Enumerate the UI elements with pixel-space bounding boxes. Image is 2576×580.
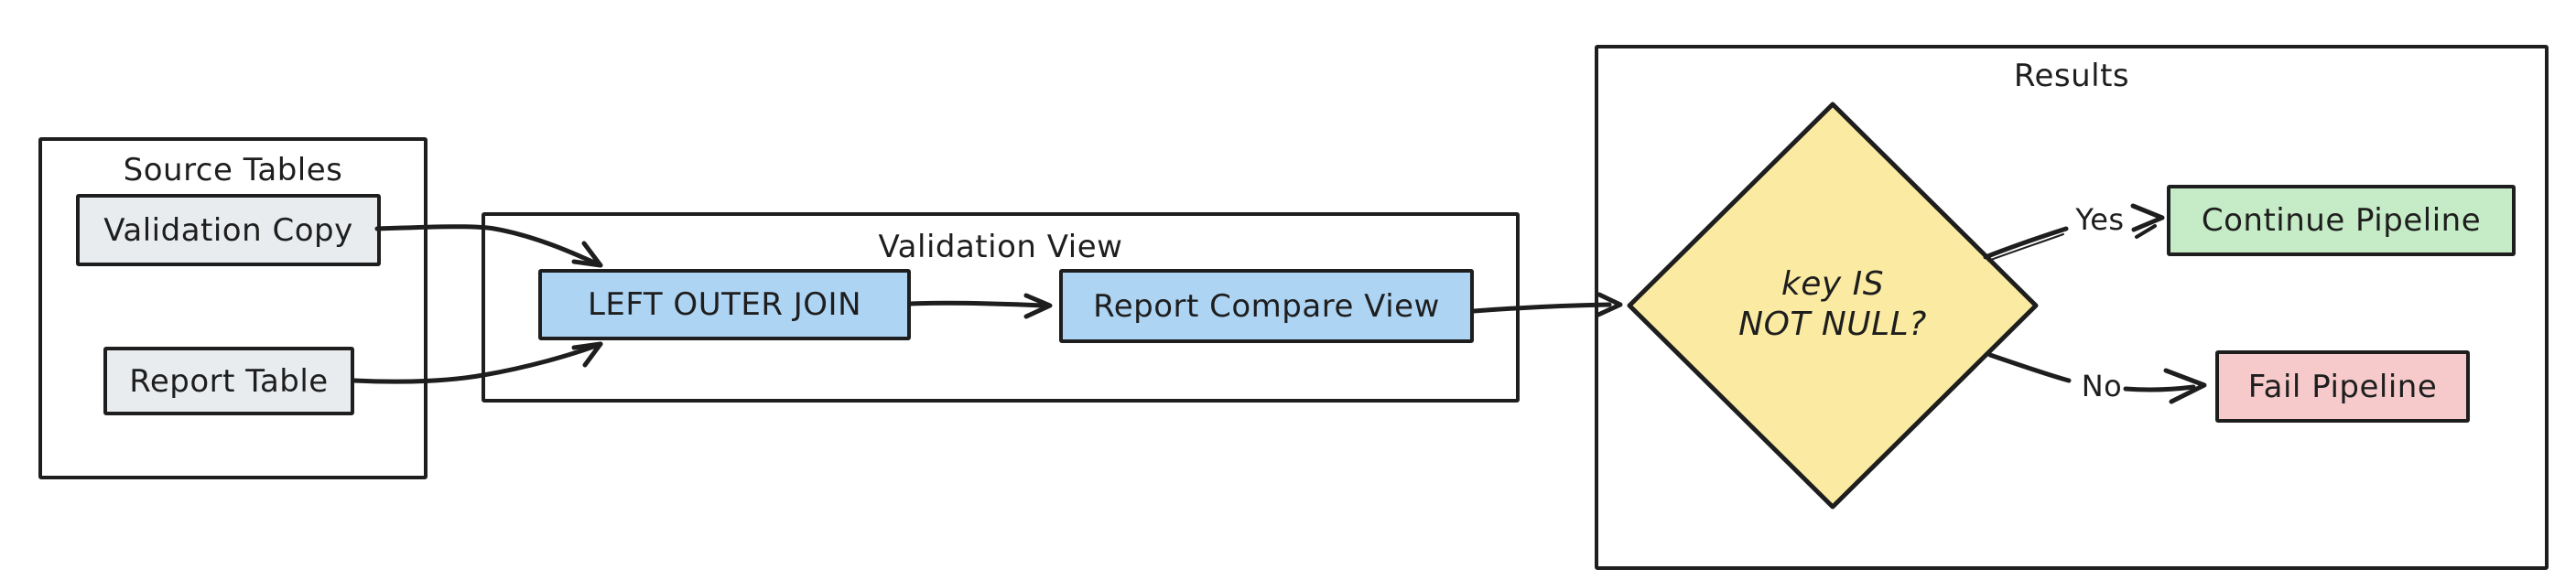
container-validation-view: Validation View — [482, 212, 1520, 403]
edge-label-no: No — [2081, 369, 2123, 403]
node-key-is-not-null-label-line2: NOT NULL? — [1738, 306, 1927, 343]
container-validation-view-label: Validation View — [878, 229, 1123, 265]
node-report-table-label: Report Table — [129, 362, 329, 400]
container-source-tables-label: Source Tables — [123, 152, 343, 188]
node-validation-copy-label: Validation Copy — [103, 211, 353, 249]
node-report-compare-view: Report Compare View — [1059, 269, 1474, 343]
edge-label-yes: Yes — [2075, 202, 2125, 237]
node-report-table: Report Table — [103, 347, 354, 415]
node-key-is-not-null-label-line1: key IS — [1780, 265, 1885, 303]
node-fail-pipeline: Fail Pipeline — [2215, 350, 2470, 423]
container-source-tables: Source Tables — [38, 137, 428, 479]
node-validation-copy: Validation Copy — [76, 194, 381, 266]
container-results-label: Results — [2013, 58, 2130, 94]
node-continue-pipeline-label: Continue Pipeline — [2201, 202, 2482, 239]
node-key-is-not-null-label: key IS NOT NULL? — [1695, 264, 1970, 345]
node-fail-pipeline-label: Fail Pipeline — [2247, 368, 2438, 405]
node-left-outer-join-label: LEFT OUTER JOIN — [587, 286, 862, 323]
node-report-compare-view-label: Report Compare View — [1093, 287, 1440, 325]
node-continue-pipeline: Continue Pipeline — [2167, 185, 2516, 256]
node-left-outer-join: LEFT OUTER JOIN — [538, 269, 911, 340]
